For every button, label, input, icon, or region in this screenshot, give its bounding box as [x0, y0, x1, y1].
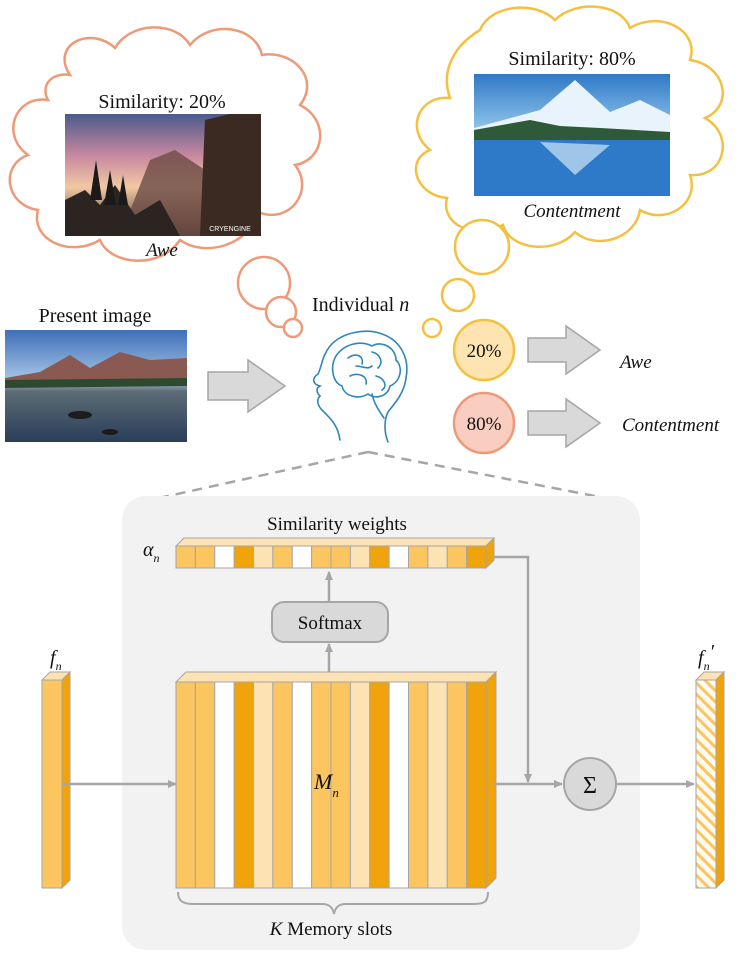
f-prime-output-label: fn′ — [698, 641, 715, 673]
memory-slot — [214, 681, 235, 889]
similarity-weights-label: Similarity weights — [267, 514, 407, 535]
memory-slot — [175, 681, 196, 889]
memory-block-top — [174, 671, 498, 683]
memory-slot — [466, 681, 487, 889]
weights-bar-top — [174, 537, 496, 547]
sum-symbol: Σ — [583, 773, 597, 799]
thought-cloud-awe: Similarity: 20% CRYENGINE Awe — [8, 26, 322, 339]
cloud-bubble-medium-contentment — [440, 277, 476, 313]
weight-cell — [311, 545, 332, 569]
memory-slot — [446, 681, 468, 889]
percent-circle-awe — [452, 318, 516, 382]
weight-cell — [466, 545, 487, 569]
softmax-label: Softmax — [298, 613, 363, 634]
memory-slot — [408, 681, 429, 889]
memory-slot — [427, 681, 448, 889]
cloud-bubble-large-contentment — [453, 218, 511, 276]
block-arrow-to-individual — [207, 358, 287, 414]
emotion-label-contentment: Contentment — [523, 201, 621, 222]
memory-slot — [388, 681, 409, 889]
weight-cell — [408, 545, 429, 569]
similarity-label-awe: Similarity: 20% — [98, 91, 225, 113]
weight-cell — [291, 545, 313, 569]
f-prime-output-vector — [694, 670, 726, 890]
percent-circle-contentment — [452, 391, 516, 455]
weight-cell — [214, 545, 235, 569]
memory-slot — [253, 681, 274, 889]
zoom-dash-right — [367, 450, 606, 500]
similarity-label-contentment: Similarity: 80% — [508, 48, 635, 70]
memory-slot — [272, 681, 293, 889]
output-row-awe: 20% Awe — [452, 318, 652, 382]
percent-label-awe: 20% — [467, 341, 502, 362]
individual-label: Individual n — [312, 294, 409, 316]
weight-cell — [330, 545, 351, 569]
output-emotion-contentment: Contentment — [622, 415, 720, 436]
f-input-vector — [40, 670, 72, 890]
memory-slot — [291, 681, 313, 889]
contentment-photo — [474, 74, 670, 196]
percent-label-contentment: 80% — [467, 414, 502, 435]
weight-cell — [175, 545, 196, 569]
awe-photo: CRYENGINE — [65, 114, 261, 236]
memory-matrix-label: Mn — [313, 769, 339, 800]
weight-cell — [194, 545, 216, 569]
head-brain-icon — [312, 330, 408, 443]
weight-cell — [388, 545, 409, 569]
present-image-label: Present image — [39, 305, 152, 327]
memory-block-side — [485, 670, 497, 890]
softmax-box — [271, 601, 389, 643]
memory-slot — [194, 681, 216, 889]
thought-cloud-contentment: Similarity: 80% Contentment — [414, 5, 724, 339]
memory-slot — [233, 681, 254, 889]
emotion-label-awe: Awe — [144, 240, 178, 261]
alpha-label: αn — [143, 539, 160, 565]
present-photo — [5, 330, 187, 442]
zoom-dash-left — [149, 450, 369, 502]
output-row-contentment: 80% Contentment — [452, 391, 720, 455]
arrow-weights-to-sum — [494, 555, 532, 783]
weight-cell — [446, 545, 468, 569]
weight-cell — [253, 545, 274, 569]
weight-cell — [427, 545, 448, 569]
cloud-bubble-small-awe — [282, 317, 304, 339]
cloud-bubble-small-contentment — [421, 317, 443, 339]
memory-slots-brace — [177, 891, 489, 915]
weight-cell — [233, 545, 254, 569]
weight-cell — [349, 545, 371, 569]
memory-slot — [369, 681, 390, 889]
f-input-label: fn — [50, 647, 62, 673]
memory-slots-block — [174, 670, 498, 890]
output-emotion-awe: Awe — [618, 352, 652, 373]
cryengine-watermark: CRYENGINE — [209, 226, 251, 233]
weight-cell — [369, 545, 390, 569]
similarity-weights-bar — [174, 536, 496, 570]
memory-slot — [349, 681, 371, 889]
block-arrow-awe — [527, 324, 602, 376]
cloud-bubble-large-awe — [236, 255, 292, 311]
block-arrow-contentment — [527, 397, 602, 449]
memory-slots-label: K Memory slots — [269, 919, 392, 940]
weight-cell — [272, 545, 293, 569]
